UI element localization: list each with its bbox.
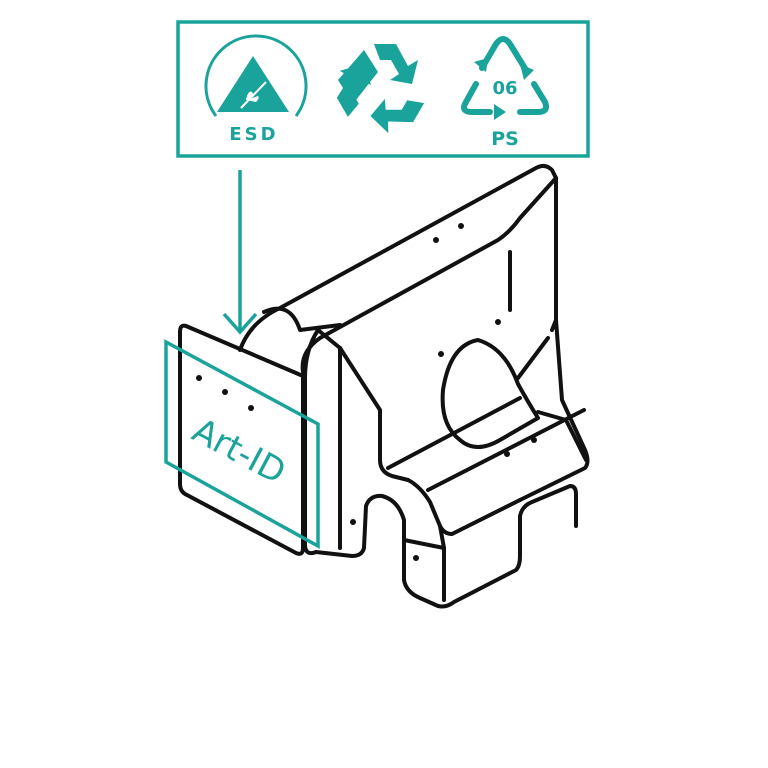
resin-number: 06 <box>492 78 517 99</box>
resin-triangle <box>461 36 550 115</box>
esd-label: ESD <box>229 124 278 145</box>
resin-label: PS <box>491 128 519 150</box>
recycling-arrows-icon <box>336 44 425 134</box>
esd-warning-icon: ESD <box>204 34 308 145</box>
symbols-panel: ESD 06 PS <box>176 20 590 158</box>
left-plate <box>178 323 305 556</box>
right-face <box>518 176 590 502</box>
symbols-panel-frame <box>176 20 590 158</box>
art-id-tag-frame <box>164 339 320 549</box>
esd-ring <box>204 34 308 117</box>
resin-code-triangle-icon: 06 PS <box>461 36 550 150</box>
pointer-arrow <box>222 170 258 335</box>
top-roof <box>238 163 558 352</box>
base-bottom <box>350 484 578 609</box>
esd-strike-line <box>240 81 267 109</box>
mounting-holes <box>196 223 537 561</box>
part-drawing <box>178 163 590 609</box>
window-cutout <box>440 338 540 449</box>
esd-triangle <box>217 56 289 112</box>
